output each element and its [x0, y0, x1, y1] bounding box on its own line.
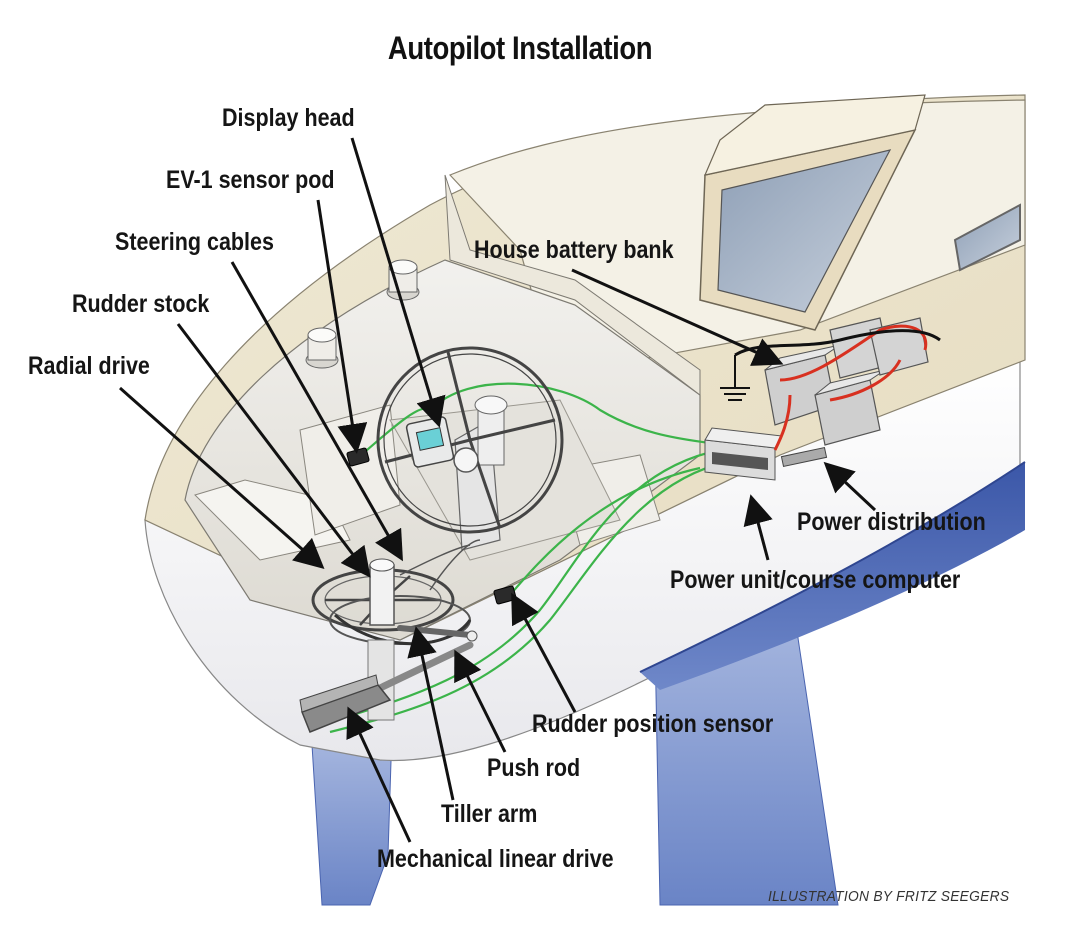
label-push-rod: Push rod: [487, 754, 581, 782]
leader-lines: [119, 137, 877, 843]
winch-left: [305, 327, 339, 369]
power-unit-box: [704, 427, 783, 481]
label-ev1-sensor-pod: EV-1 sensor pod: [166, 166, 335, 194]
rudder-position-sensor-unit: [493, 585, 517, 605]
hatch-glass: [717, 149, 892, 313]
green-wiring: [319, 382, 729, 734]
cockpit-coaming: [444, 174, 701, 397]
label-mechanical-linear-drive: Mechanical linear drive: [377, 845, 614, 873]
label-tiller-arm: Tiller arm: [441, 800, 538, 828]
display-head-unit: [405, 416, 455, 468]
cabin-window: [953, 203, 1021, 272]
label-house-battery-bank: House battery bank: [474, 236, 674, 264]
linear-drive-unit: [299, 674, 392, 733]
steering-wheel: [376, 346, 564, 534]
label-steering-cables: Steering cables: [115, 228, 274, 256]
diagram-title: Autopilot Installation: [387, 30, 653, 66]
label-power-distribution: Power distribution: [797, 508, 986, 536]
label-display-head: Display head: [222, 104, 355, 132]
label-radial-drive: Radial drive: [28, 352, 150, 380]
label-rudder-position-sensor: Rudder position sensor: [532, 710, 774, 738]
label-rudder-stock: Rudder stock: [72, 290, 210, 318]
power-distribution-bar: [780, 446, 828, 468]
label-power-unit: Power unit/course computer: [670, 566, 961, 594]
steering-cable-lines: [399, 539, 481, 591]
illustration-credit: ILLUSTRATION BY FRITZ SEEGERS: [768, 888, 1010, 905]
